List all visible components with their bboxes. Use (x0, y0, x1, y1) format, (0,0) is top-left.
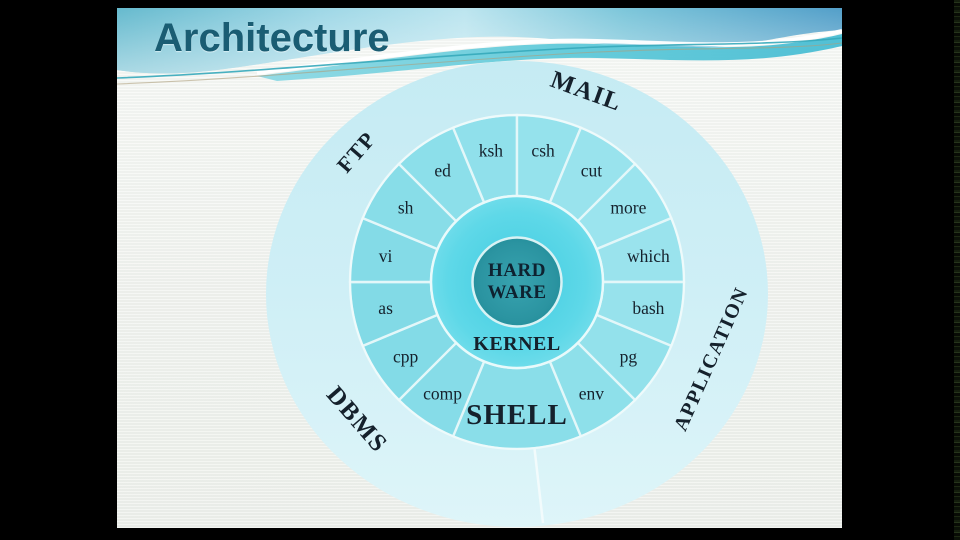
video-edge-noise (954, 0, 960, 540)
segment-label-shell: SHELL (466, 399, 568, 431)
segment-label-vi: vi (379, 246, 393, 266)
header-teal-swoosh (257, 34, 842, 81)
kernel-label: KERNEL (473, 333, 560, 355)
segment-label-bash: bash (632, 298, 664, 318)
page-title: Architecture (154, 16, 390, 60)
segment-label-comp: comp (423, 384, 462, 404)
outer-ring-divider (533, 447, 545, 524)
segment-label-ed: ed (434, 161, 451, 181)
segment-label-more: more (610, 198, 646, 218)
segment-label-cut: cut (581, 161, 603, 181)
middle-ring-outline (349, 114, 685, 450)
segment-label-sh: sh (398, 198, 414, 218)
header-teal-hairline (117, 37, 842, 79)
segment-label-ksh: ksh (479, 141, 504, 161)
header-wave-decoration (117, 8, 842, 85)
hardware-label-line2: WARE (487, 282, 546, 303)
hardware-core (471, 236, 563, 328)
header-olive-hairline (117, 42, 842, 85)
segment-label-which: which (627, 246, 670, 266)
segment-label-cpp: cpp (393, 347, 419, 367)
segment-label-pg: pg (620, 347, 638, 367)
hardware-label-line1: HARD (488, 260, 546, 281)
segment-label-env: env (579, 384, 605, 404)
header-blue-band-sheen (117, 8, 842, 74)
segment-label-csh: csh (531, 141, 555, 161)
segment-label-as: as (378, 298, 393, 318)
